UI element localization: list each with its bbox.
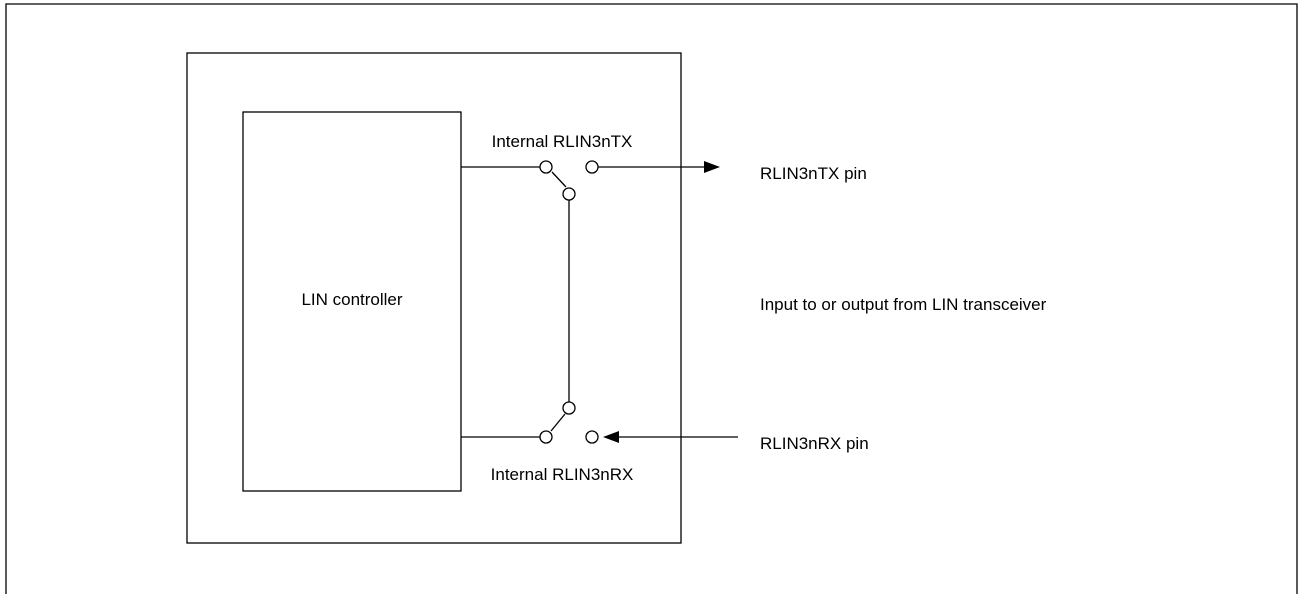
tx-arrow-head	[704, 161, 720, 173]
tx-switch-contact-pin	[585, 160, 599, 174]
rx-pin-label: RLIN3nRX pin	[760, 434, 869, 453]
rx-switch-contact-pin	[585, 430, 599, 444]
rx-switch-contact-internal	[539, 430, 553, 444]
tx-switch-contact-internal	[539, 160, 553, 174]
rx-switch-pivot	[562, 401, 576, 415]
figure-frame	[5, 3, 1298, 594]
internal-rx-label: Internal RLIN3nRX	[491, 465, 634, 484]
internal-tx-label: Internal RLIN3nTX	[492, 132, 633, 151]
transceiver-label: Input to or output from LIN transceiver	[760, 295, 1047, 314]
tx-pin-label: RLIN3nTX pin	[760, 164, 867, 183]
lin-controller-block	[242, 111, 462, 492]
rx-arrow-head	[603, 431, 619, 443]
tx-switch-blade	[551, 171, 567, 188]
rx-switch-blade	[550, 413, 566, 432]
tx-switch-pivot	[562, 187, 576, 201]
mcu-boundary	[186, 52, 682, 544]
lin-controller-label: LIN controller	[301, 290, 402, 309]
